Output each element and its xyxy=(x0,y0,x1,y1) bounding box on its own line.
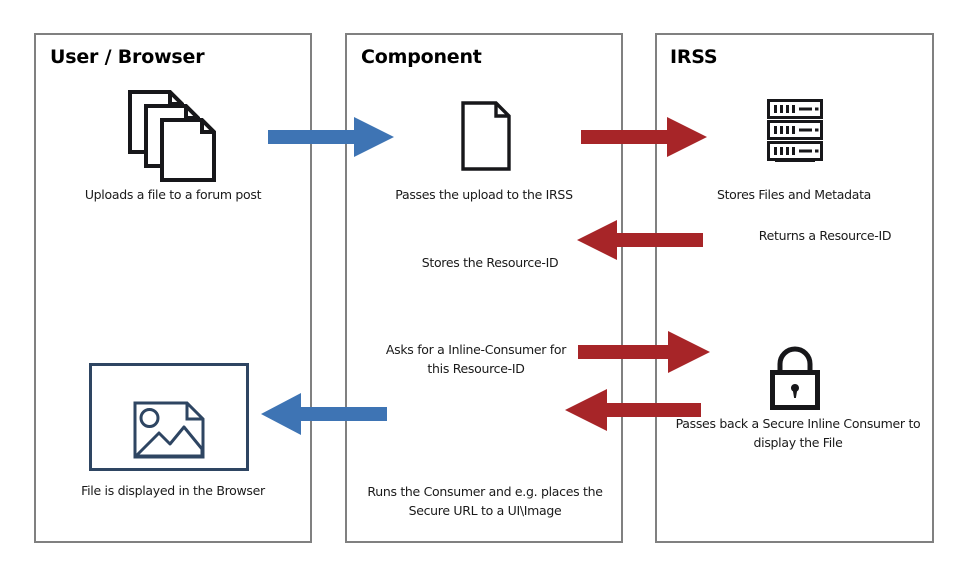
arrow-return-consumer xyxy=(565,389,701,431)
caption-passes-upload: Passes the upload to the IRSS xyxy=(395,187,573,202)
arrow-return-resource-id xyxy=(577,220,703,260)
arrow-upload xyxy=(268,117,394,157)
image-placeholder-icon xyxy=(89,363,249,471)
lane-title-irss: IRSS xyxy=(670,46,718,68)
caption-stores-files: Stores Files and Metadata xyxy=(716,187,872,202)
caption-returns-resource-id: Returns a Resource-ID xyxy=(758,228,892,243)
arrow-ask-consumer xyxy=(578,331,710,373)
caption-runs-consumer: Runs the Consumer and e.g. places the Se… xyxy=(367,484,603,518)
caption-file-displayed: File is displayed in the Browser xyxy=(81,483,265,498)
lane-title-component: Component xyxy=(361,46,482,68)
document-icon xyxy=(460,100,512,172)
caption-passes-back-consumer: Passes back a Secure Inline Consumer to … xyxy=(675,416,921,450)
lane-title-user-browser: User / Browser xyxy=(50,46,205,68)
caption-stores-resource-id: Stores the Resource-ID xyxy=(421,255,559,270)
caption-uploads-file: Uploads a file to a forum post xyxy=(84,187,262,202)
caption-asks-inline-consumer: Asks for a Inline-Consumer for this Reso… xyxy=(385,342,567,376)
server-rack-icon xyxy=(766,98,824,162)
arrow-display-file xyxy=(261,393,387,435)
arrow-pass-upload xyxy=(581,117,707,157)
documents-stack-icon xyxy=(126,88,222,182)
lock-icon xyxy=(768,346,822,410)
